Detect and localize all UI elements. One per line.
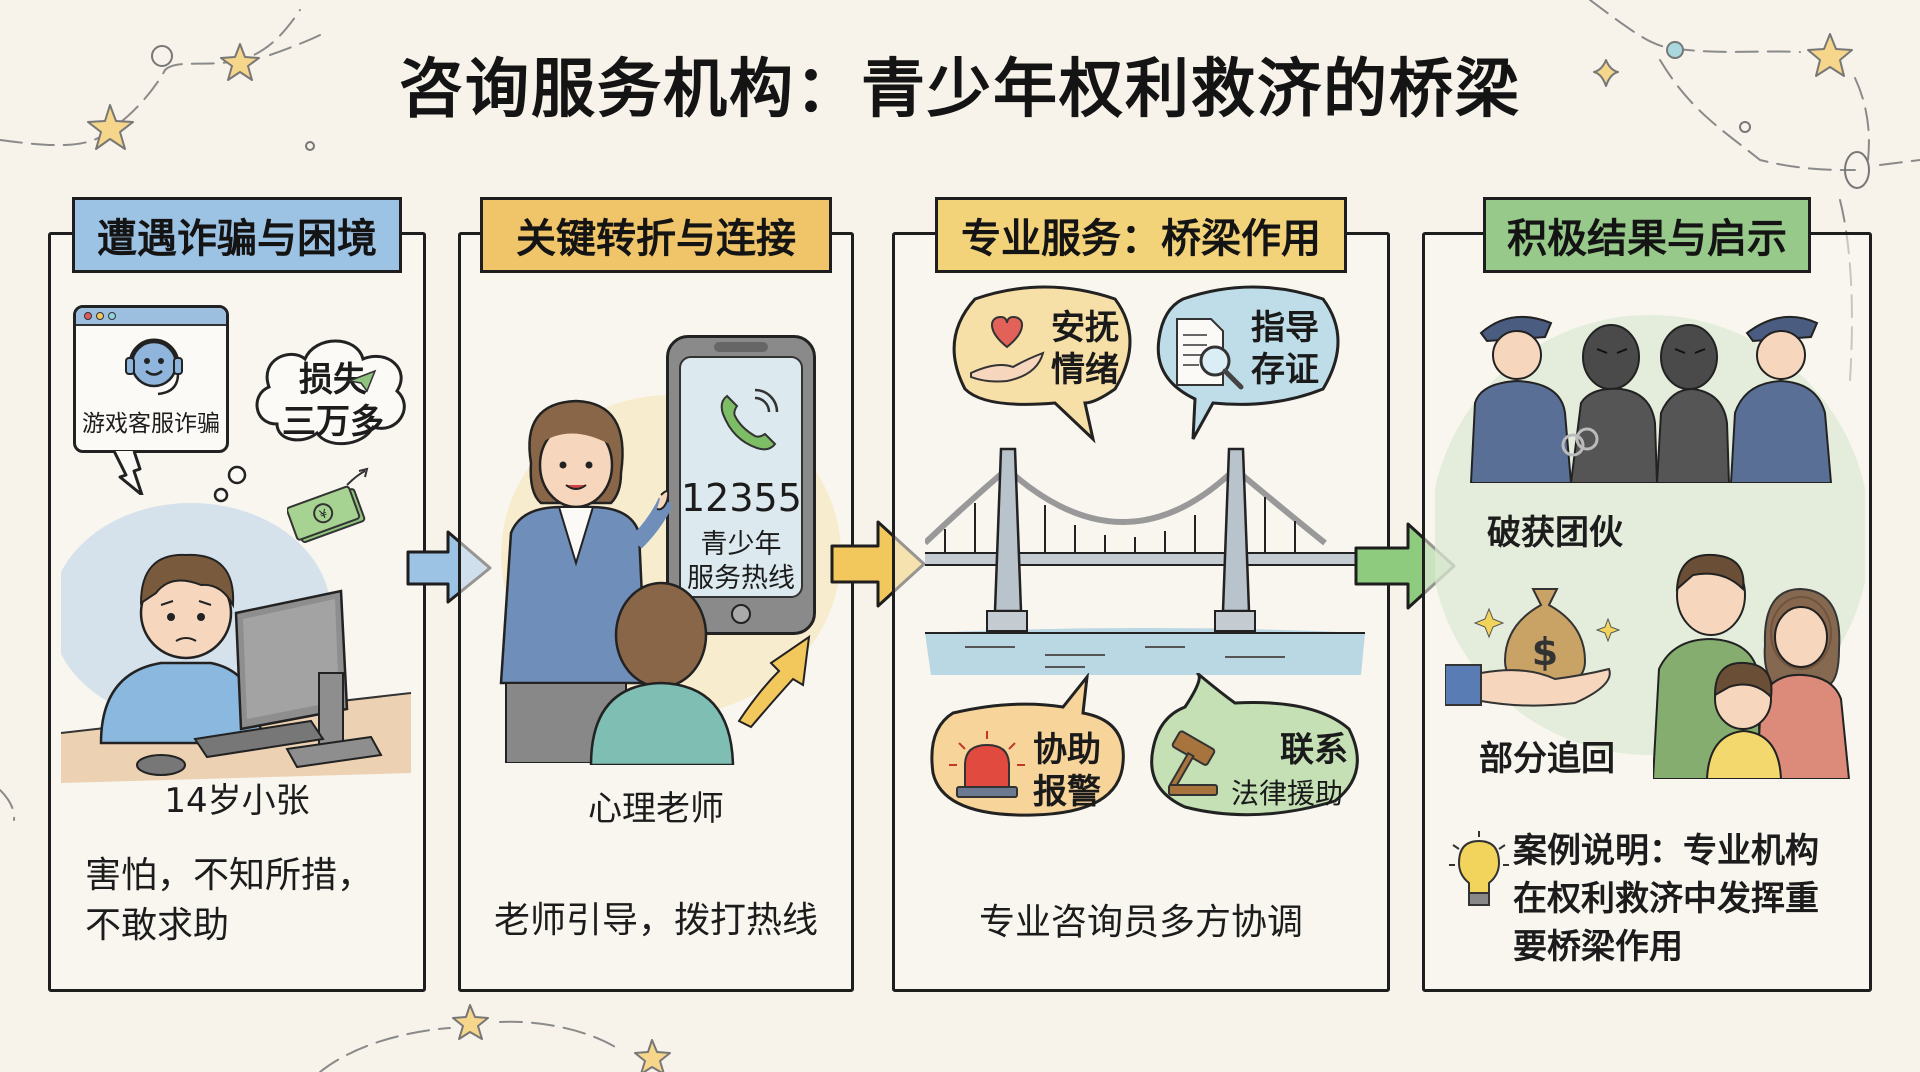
panel-header-professional-service: 专业服务：桥梁作用: [935, 197, 1347, 273]
teacher-illustration: [499, 399, 671, 763]
evidence-line-2: 存证: [1251, 350, 1319, 390]
thought-cloud-icon: [255, 339, 406, 446]
case-lesson-text: 案例说明：专业机构 在权利救济中发挥重 要桥梁作用: [1513, 827, 1863, 971]
case-lesson-line-3: 要桥梁作用: [1513, 927, 1683, 967]
victim-feelings-text: 害怕，不知所措， 不敢求助: [85, 851, 373, 951]
victim-feelings-line-1: 害怕，不知所措，: [85, 855, 374, 896]
panel-positive-outcome: 积极结果与启示 破获团伙 $ 部分追回: [1422, 197, 1872, 992]
banknote-icon: ¥: [287, 467, 369, 544]
comfort-line-1: 安抚: [1051, 308, 1119, 348]
money-bag-icon: $: [1445, 588, 1621, 707]
hotline-label-line-1: 青少年: [700, 529, 782, 560]
panel-header-positive-outcome: 积极结果与启示: [1483, 197, 1811, 273]
legal-aid-line-2: 法律援助: [1231, 777, 1344, 810]
phone-screen: 12355 青少年 服务热线: [679, 356, 803, 598]
hotline-label-line-2: 服务热线: [687, 563, 795, 594]
evidence-text: 指导 存证: [1251, 307, 1319, 391]
boy-at-computer-illustration: [61, 503, 412, 783]
police-report-line-2: 报警: [1033, 772, 1101, 812]
suspension-bridge-illustration: [925, 447, 1365, 675]
phone-home-button: [731, 604, 751, 624]
curved-arrow-icon: [737, 634, 811, 729]
teacher-caption: 心理老师: [588, 789, 724, 829]
scam-type-label: 游戏客服诈骗: [82, 411, 220, 437]
police-arrest-illustration: [1469, 316, 1833, 483]
panel-turning-point: 关键转折与连接 12355 青少年 服务热线: [458, 197, 854, 992]
phone-call-icon: [720, 388, 779, 451]
lightbulb-icon: [1449, 831, 1509, 906]
coordinator-caption: 专业咨询员多方协调: [978, 902, 1303, 943]
panel-header-scam-dilemma: 遭遇诈骗与困境: [72, 197, 402, 273]
heart-hand-icon: [970, 315, 1045, 383]
page-title: 咨询服务机构：青少年权利救济的桥梁: [399, 53, 1521, 127]
window-maximize-dot-icon: [108, 312, 116, 320]
browser-window-icon: 游戏客服诈骗: [73, 305, 229, 495]
police-report-line-1: 协助: [1033, 730, 1101, 770]
svg-text:$: $: [1532, 630, 1558, 674]
student-back-illustration: [589, 581, 735, 765]
thought-bubble-dots-icon: [213, 465, 247, 503]
hotline-phone-icon: 12355 青少年 服务热线: [666, 335, 816, 635]
hotline-label: 青少年 服务热线: [681, 528, 801, 596]
paper-plane-icon: [347, 369, 377, 393]
recovered-label: 部分追回: [1479, 739, 1615, 779]
headset-avatar-icon: [125, 338, 183, 396]
panel-professional-service: 专业服务：桥梁作用 安抚 情绪 指导 存证: [892, 197, 1390, 992]
siren-icon: [949, 731, 1025, 798]
phone-notch: [714, 342, 768, 352]
arrest-label: 破获团伙: [1487, 513, 1623, 553]
case-lesson-line-1: 案例说明：专业机构: [1513, 831, 1819, 871]
comfort-line-2: 情绪: [1051, 350, 1119, 390]
case-lesson-line-2: 在权利救济中发挥重: [1513, 879, 1819, 919]
evidence-line-1: 指导: [1251, 308, 1319, 348]
loss-line-2: 三万多: [282, 402, 384, 442]
panel-scam-dilemma: 遭遇诈骗与困境 游戏客服诈骗 损失 三万多: [48, 197, 426, 992]
teacher-action-text: 老师引导，拨打热线: [493, 900, 818, 941]
document-magnifier-icon: [1176, 318, 1244, 390]
victim-feelings-line-2: 不敢求助: [85, 905, 230, 946]
legal-aid-bubble: [1150, 673, 1359, 817]
window-close-dot-icon: [84, 312, 92, 320]
victim-caption: 14岁小张: [164, 781, 310, 821]
hotline-number: 12355: [681, 476, 802, 520]
comfort-text: 安抚 情绪: [1051, 307, 1119, 391]
gavel-icon: [1168, 730, 1218, 796]
window-title-bar: [76, 308, 226, 326]
family-illustration: [1653, 553, 1851, 779]
legal-aid-line-1: 联系: [1280, 730, 1348, 770]
window-minimize-dot-icon: [96, 312, 104, 320]
police-report-text: 协助 报警: [1033, 729, 1101, 813]
panel-header-turning-point: 关键转折与连接: [480, 197, 832, 273]
speech-tail-icon: [112, 451, 144, 495]
